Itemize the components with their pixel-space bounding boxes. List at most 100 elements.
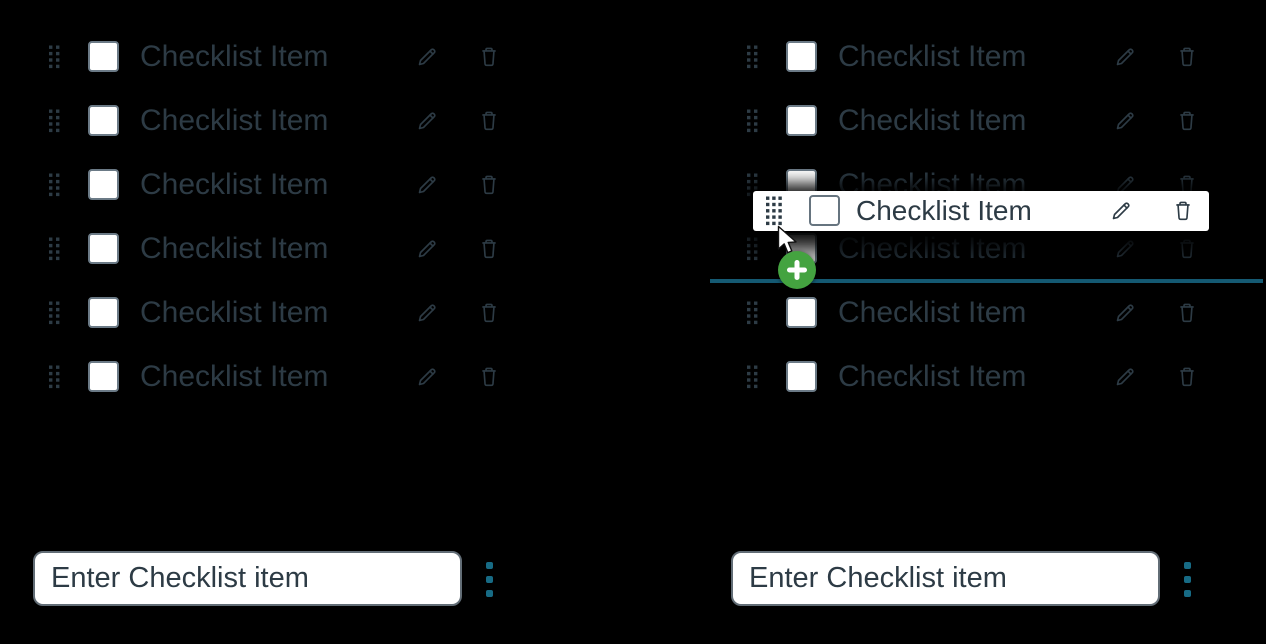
pencil-icon [1116,368,1134,386]
pencil-icon [1116,112,1134,130]
edit-button[interactable] [416,174,438,196]
edit-button[interactable] [416,110,438,132]
delete-button[interactable] [1176,302,1198,324]
trash-icon [482,175,496,195]
pencil-icon [418,240,436,258]
edit-button[interactable] [1114,46,1136,68]
trash-icon [482,47,496,67]
edit-button[interactable] [416,238,438,260]
edit-button[interactable] [1114,174,1136,196]
drop-indicator-line [710,279,1263,283]
checklist-item-label: Checklist Item [838,40,1027,73]
checkbox[interactable] [88,41,119,72]
checkbox[interactable] [88,361,119,392]
trash-icon [482,111,496,131]
delete-button[interactable] [478,302,500,324]
pencil-icon [418,368,436,386]
edit-button[interactable] [1114,110,1136,132]
checklist-item-row: Checklist Item [40,101,560,141]
drag-handle-icon[interactable] [747,237,758,261]
checkbox[interactable] [786,297,817,328]
input-drag-dots-icon[interactable] [1184,562,1191,597]
trash-icon [1176,201,1190,221]
checkbox[interactable] [786,105,817,136]
checkbox[interactable] [88,297,119,328]
edit-button[interactable] [1114,238,1136,260]
mouse-cursor-icon [777,225,800,256]
pencil-icon [1116,304,1134,322]
checklist-item-label: Checklist Item [838,232,1027,265]
trash-icon [1180,303,1194,323]
pencil-icon [418,48,436,66]
pencil-icon [418,176,436,194]
checklist-item-row: Checklist Item [40,229,560,269]
edit-button[interactable] [416,366,438,388]
trash-icon [482,239,496,259]
new-checklist-item-input[interactable] [33,551,462,606]
drag-handle-icon[interactable] [49,173,60,197]
checklist-item-row: Checklist Item [738,37,1258,77]
checkbox[interactable] [88,233,119,264]
delete-button[interactable] [478,110,500,132]
checklist-item-label: Checklist Item [140,168,329,201]
drag-handle-icon[interactable] [747,109,758,133]
checkbox[interactable] [88,105,119,136]
delete-button[interactable] [478,238,500,260]
checkbox[interactable] [786,41,817,72]
checklist-item-label: Checklist Item [140,232,329,265]
new-checklist-item-input[interactable] [731,551,1160,606]
drag-handle-icon[interactable] [49,237,60,261]
pencil-icon [1116,240,1134,258]
checkbox[interactable] [786,361,817,392]
checklist-item-row: Checklist Item [40,165,560,205]
trash-icon [1180,367,1194,387]
edit-button[interactable] [1114,302,1136,324]
pencil-icon [418,304,436,322]
delete-button[interactable] [1172,200,1194,222]
drag-handle-icon[interactable] [747,301,758,325]
pencil-icon [1116,176,1134,194]
pencil-icon [1112,202,1130,220]
checklist-item-row: Checklist Item [738,229,1258,269]
checklist-item-label: Checklist Item [140,360,329,393]
checkbox[interactable] [88,169,119,200]
checklist-item-row: Checklist Item [40,357,560,397]
checklist-item-label: Checklist Item [838,104,1027,137]
checklist-item-label: Checklist Item [140,104,329,137]
delete-button[interactable] [478,174,500,196]
checkbox[interactable] [809,195,840,226]
edit-button[interactable] [416,302,438,324]
edit-button[interactable] [1114,366,1136,388]
edit-button[interactable] [416,46,438,68]
trash-icon [482,367,496,387]
delete-button[interactable] [478,366,500,388]
drag-handle-icon[interactable] [766,196,782,226]
trash-icon [482,303,496,323]
delete-button[interactable] [1176,238,1198,260]
pencil-icon [1116,48,1134,66]
drag-handle-icon[interactable] [49,45,60,69]
input-drag-dots-icon[interactable] [486,562,493,597]
drag-handle-icon[interactable] [49,301,60,325]
delete-button[interactable] [1176,46,1198,68]
edit-button[interactable] [1110,200,1132,222]
drag-handle-icon[interactable] [747,45,758,69]
checklist-item-row: Checklist Item [40,293,560,333]
checklist-item-row: Checklist Item [40,37,560,77]
drop-add-badge [778,251,816,289]
trash-icon [1180,239,1194,259]
checklist-item-row: Checklist Item [738,357,1258,397]
checklist-item-row: Checklist Item [738,101,1258,141]
delete-button[interactable] [1176,110,1198,132]
dragged-checklist-item[interactable]: Checklist Item [753,191,1209,231]
checklist-item-label: Checklist Item [140,40,329,73]
drag-handle-icon[interactable] [49,365,60,389]
trash-icon [1180,111,1194,131]
checklist-item-label: Checklist Item [856,195,1032,226]
drag-handle-icon[interactable] [49,109,60,133]
delete-button[interactable] [1176,366,1198,388]
drag-handle-icon[interactable] [747,365,758,389]
delete-button[interactable] [478,46,500,68]
checklist-item-row: Checklist Item [738,293,1258,333]
